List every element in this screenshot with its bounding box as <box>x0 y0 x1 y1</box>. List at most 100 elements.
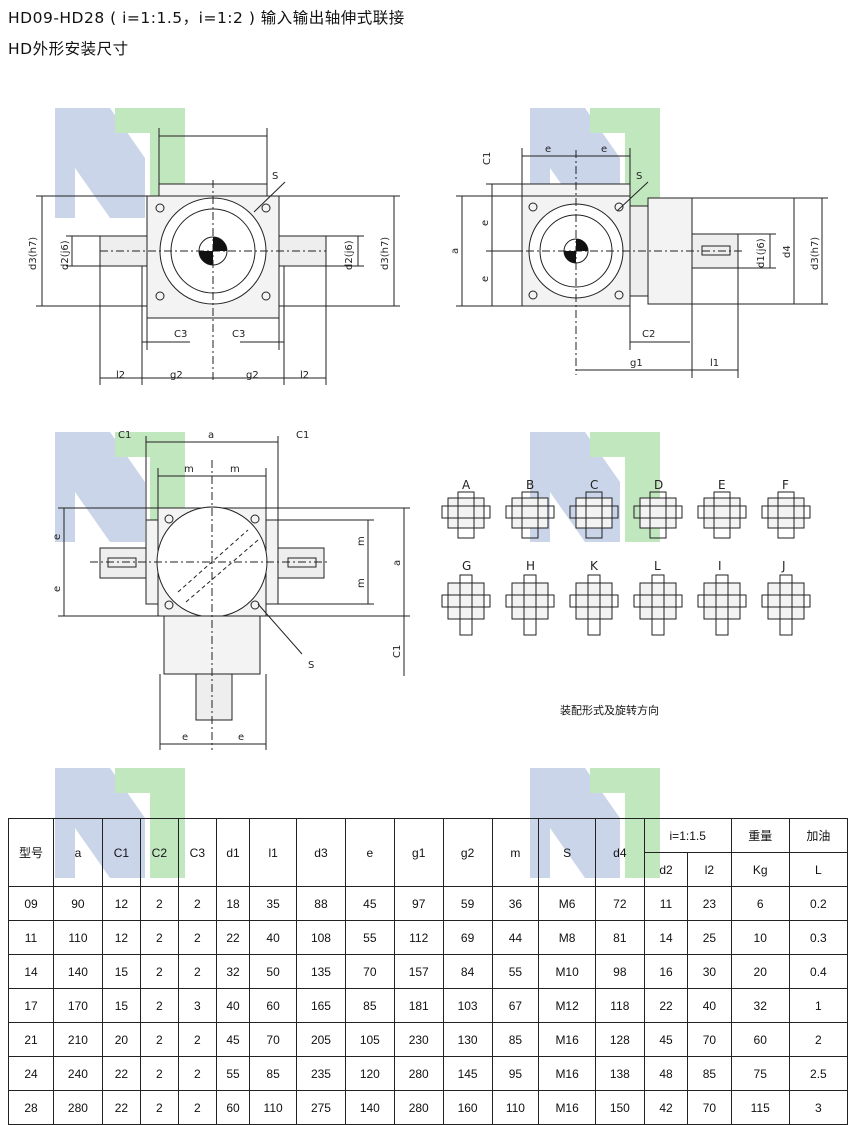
label-S-3: S <box>308 660 314 671</box>
table-cell: 45 <box>215 1022 251 1057</box>
label-C3-left: C3 <box>174 329 187 340</box>
table-cell: 130 <box>442 1022 493 1057</box>
table-cell: 22 <box>215 920 251 955</box>
table-cell: 50 <box>249 954 298 989</box>
col-header-l1: l1 <box>249 818 298 887</box>
table-cell: 15 <box>101 954 141 989</box>
table-cell: 2 <box>139 988 179 1023</box>
label-e-bottom-2: e <box>238 732 244 743</box>
table-cell: 120 <box>344 1056 395 1091</box>
table-cell: 18 <box>215 886 251 921</box>
table-cell: 165 <box>296 988 346 1023</box>
table-cell: M8 <box>538 920 596 955</box>
table-cell: 115 <box>730 1090 790 1125</box>
col-header-weight: 重量 <box>730 818 790 853</box>
technical-drawings: S d3(h7) d2(j6) d2(j6) d3(h7) C3 C3 l2 g… <box>28 128 828 750</box>
table-cell: 210 <box>53 1022 103 1057</box>
label-l2-right: l2 <box>300 370 309 381</box>
label-C1-side: C1 <box>482 152 493 165</box>
form-letter-D: D <box>654 478 663 492</box>
table-cell: 280 <box>53 1090 103 1125</box>
label-S-1: S <box>272 171 278 182</box>
table-cell: 110 <box>53 920 103 955</box>
table-cell: 70 <box>687 1022 732 1057</box>
table-cell: 22 <box>101 1056 141 1091</box>
table-cell: 70 <box>687 1090 732 1125</box>
table-cell: 97 <box>393 886 444 921</box>
table-cell: 40 <box>249 920 298 955</box>
table-cell: 85 <box>491 1022 540 1057</box>
col-header-d3: d3 <box>296 818 346 887</box>
table-cell: 40 <box>215 988 251 1023</box>
label-e-side-2: e <box>601 144 607 155</box>
table-cell: 75 <box>730 1056 790 1091</box>
label-l2-left: l2 <box>116 370 125 381</box>
label-g1: g1 <box>630 358 643 369</box>
table-cell: 14 <box>8 954 54 989</box>
table-cell: 55 <box>491 954 540 989</box>
table-cell: 85 <box>344 988 395 1023</box>
table-cell: M16 <box>538 1090 596 1125</box>
table-cell: M12 <box>538 988 596 1023</box>
label-m-right-1: m <box>356 536 367 546</box>
table-cell: 85 <box>249 1056 298 1091</box>
form-letter-F: F <box>782 478 789 492</box>
label-d3-left: d3(h7) <box>28 237 39 270</box>
table-cell: 0.4 <box>788 954 849 989</box>
label-d2-right: d2(j6) <box>344 240 355 270</box>
col-header-d1: d1 <box>215 818 251 887</box>
table-cell: 6 <box>730 886 790 921</box>
assembly-caption: 装配形式及旋转方向 <box>560 704 659 717</box>
table-cell: 20 <box>730 954 790 989</box>
table-cell: 32 <box>215 954 251 989</box>
table-cell: 12 <box>101 886 141 921</box>
table-cell: 160 <box>442 1090 493 1125</box>
table-cell: 2 <box>139 1090 179 1125</box>
table-cell: 60 <box>249 988 298 1023</box>
table-cell: 22 <box>643 988 689 1023</box>
label-a-right: a <box>392 560 403 566</box>
table-cell: 95 <box>491 1056 540 1091</box>
table-cell: 69 <box>442 920 493 955</box>
table-cell: 44 <box>491 920 540 955</box>
table-cell: 32 <box>730 988 790 1023</box>
label-d1: d1(j6) <box>756 238 767 268</box>
label-e-top-2: e <box>52 586 63 592</box>
form-letter-J: J <box>781 559 786 573</box>
col-header-S: S <box>538 818 596 887</box>
table-cell: 28 <box>8 1090 54 1125</box>
table-cell: 48 <box>643 1056 689 1091</box>
assembly-forms-grid <box>441 491 811 636</box>
table-cell: 181 <box>393 988 444 1023</box>
table-cell: 205 <box>296 1022 346 1057</box>
label-C1-top-right: C1 <box>296 430 309 441</box>
label-C2: C2 <box>642 329 655 340</box>
col-header-d2: d2 <box>643 852 689 887</box>
table-cell: 59 <box>442 886 493 921</box>
col-header-l2: l2 <box>687 852 732 887</box>
label-d3-side: d3(h7) <box>810 237 821 270</box>
table-cell: 2 <box>177 886 217 921</box>
table-cell: 60 <box>730 1022 790 1057</box>
form-letter-L: L <box>654 559 661 573</box>
table-cell: 2 <box>177 1022 217 1057</box>
table-cell: 0.3 <box>788 920 849 955</box>
table-cell: M16 <box>538 1056 596 1091</box>
label-C1-top-left: C1 <box>118 430 131 441</box>
table-cell: 55 <box>215 1056 251 1091</box>
table-cell: 140 <box>344 1090 395 1125</box>
label-S-2: S <box>636 171 642 182</box>
table-cell: 98 <box>594 954 645 989</box>
table-cell: 72 <box>594 886 645 921</box>
table-cell: 112 <box>393 920 444 955</box>
table-cell: 110 <box>491 1090 540 1125</box>
table-cell: 23 <box>687 886 732 921</box>
table-cell: 280 <box>393 1090 444 1125</box>
table-cell: 20 <box>101 1022 141 1057</box>
table-cell: 15 <box>101 988 141 1023</box>
table-cell: 2 <box>177 954 217 989</box>
